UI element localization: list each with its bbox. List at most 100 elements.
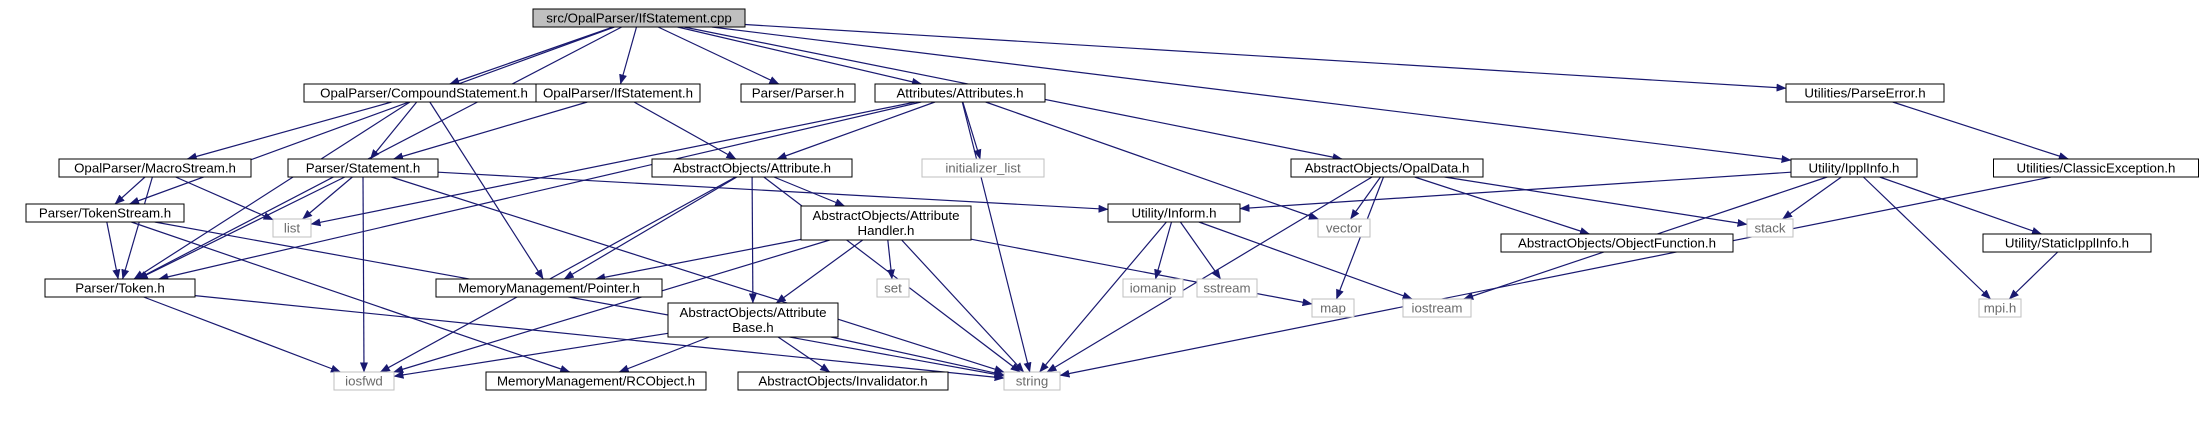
node-compound[interactable]: OpalParser/CompoundStatement.h (303, 83, 545, 103)
edge-parseerror-to-classic (1892, 101, 2069, 160)
node-label-list: list (284, 221, 301, 236)
node-box-token (44, 278, 196, 298)
edge-root-to-ifstmth (619, 26, 638, 85)
node-statement[interactable]: Parser/Statement.h (287, 158, 439, 178)
edge-opaldata-to-stack (1444, 176, 1748, 227)
node-ipplinfo[interactable]: Utility/IpplInfo.h (1790, 158, 1918, 178)
edge-tokenstream-to-token (106, 221, 121, 280)
node-box-set (876, 278, 910, 298)
edge-ipplinfo-to-staticippl (1879, 176, 2042, 235)
edge-statement-to-iosfwd (359, 176, 368, 373)
node-vector: vector (1317, 218, 1371, 238)
node-label-rcobject: MemoryManagement/RCObject.h (497, 374, 695, 389)
edge-attrhandler-to-attrbase (775, 239, 864, 304)
node-box-inform (1107, 203, 1241, 223)
edge-ipplinfo-to-mpi (1862, 176, 1992, 300)
node-box-invalidator (737, 371, 949, 391)
edge-macrostream-to-tokenstream (114, 176, 146, 205)
edge-attrhandler-to-iosfwd (393, 239, 830, 374)
node-iostream: iostream (1402, 298, 1472, 318)
node-label-inform: Utility/Inform.h (1132, 206, 1217, 221)
node-classic[interactable]: Utilities/ClassicException.h (1993, 158, 2199, 178)
edge-statement-to-token (137, 176, 346, 280)
edge-root-to-ipplinfo (711, 26, 1792, 164)
node-label-attribute: AbstractObjects/Attribute.h (673, 161, 831, 176)
node-box-ifstmth (535, 83, 701, 103)
edge-token-to-iosfwd (143, 296, 341, 373)
edge-ipplinfo-to-stack (1782, 176, 1842, 220)
node-box-opaldata (1290, 158, 1484, 178)
node-label-classic: Utilities/ClassicException.h (2017, 161, 2176, 176)
edge-attributes-to-vector (985, 101, 1319, 220)
node-box-iosfwd (333, 371, 395, 391)
node-label-opaldata: AbstractObjects/OpalData.h (1305, 161, 1470, 176)
node-label-ifstmth: OpalParser/IfStatement.h (543, 86, 693, 101)
node-label-attrbase-1: Base.h (732, 320, 773, 335)
node-box-objectfunction (1500, 233, 1734, 253)
node-tokenstream[interactable]: Parser/TokenStream.h (25, 203, 185, 223)
node-invalidator[interactable]: AbstractObjects/Invalidator.h (737, 371, 949, 391)
edge-compound-to-token (133, 101, 411, 280)
node-attributes[interactable]: Attributes/Attributes.h (874, 83, 1046, 103)
node-stack: stack (1746, 218, 1794, 238)
node-label-attrhandler-0: AbstractObjects/Attribute (812, 208, 959, 223)
node-box-staticippl (1982, 233, 2152, 253)
node-box-ipplinfo (1790, 158, 1918, 178)
node-box-rcobject (485, 371, 707, 391)
node-mpi: mpi.h (1978, 298, 2022, 318)
edge-token-to-string (194, 295, 1005, 382)
node-label-map: map (1320, 301, 1346, 316)
node-opaldata[interactable]: AbstractObjects/OpalData.h (1290, 158, 1484, 178)
node-objectfunction[interactable]: AbstractObjects/ObjectFunction.h (1500, 233, 1734, 253)
node-label-set: set (884, 281, 902, 296)
edge-attrbase-to-string (830, 336, 1005, 377)
node-root[interactable]: src/OpalParser/IfStatement.cpp (532, 8, 746, 28)
node-set: set (876, 278, 910, 298)
node-staticippl[interactable]: Utility/StaticIpplInfo.h (1982, 233, 2152, 253)
node-label-root: src/OpalParser/IfStatement.cpp (546, 11, 732, 26)
node-token[interactable]: Parser/Token.h (44, 278, 196, 298)
edge-ipplinfo-to-inform (1239, 171, 1792, 212)
edge-compound-to-macrostream (186, 101, 392, 161)
node-label-macrostream: OpalParser/MacroStream.h (74, 161, 236, 176)
node-parseerror[interactable]: Utilities/ParseError.h (1785, 83, 1945, 103)
node-parserh[interactable]: Parser/Parser.h (740, 83, 856, 103)
node-attribute[interactable]: AbstractObjects/Attribute.h (651, 158, 853, 178)
edge-compound-to-statement (369, 101, 418, 160)
edge-inform-to-sstream (1179, 221, 1222, 280)
edge-attribute-to-pointer (563, 176, 738, 280)
node-inform[interactable]: Utility/Inform.h (1107, 203, 1241, 223)
node-list: list (272, 218, 312, 238)
node-box-attributes (874, 83, 1046, 103)
node-pointer[interactable]: MemoryManagement/Pointer.h (435, 278, 663, 298)
edge-attributes-to-list (310, 101, 916, 227)
node-box-list (272, 218, 312, 238)
node-label-mpi: mpi.h (1984, 301, 2017, 316)
edge-attrbase-to-invalidator (777, 336, 831, 373)
node-box-sstream (1196, 278, 1258, 298)
node-label-iosfwd: iosfwd (345, 374, 383, 389)
node-label-token: Parser/Token.h (75, 281, 164, 296)
node-box-stack (1746, 218, 1794, 238)
node-label-vector: vector (1326, 221, 1363, 236)
node-box-parserh (740, 83, 856, 103)
node-label-objectfunction: AbstractObjects/ObjectFunction.h (1518, 236, 1716, 251)
node-label-tokenstream: Parser/TokenStream.h (39, 206, 171, 221)
edge-root-to-parserh (657, 26, 780, 85)
edge-attrbase-to-rcobject (618, 336, 710, 373)
edge-statement-to-list (302, 176, 353, 220)
edge-root-to-token (136, 26, 622, 280)
node-label-stack: stack (1754, 221, 1785, 236)
dependency-nodes: src/OpalParser/IfStatement.cppOpalParser… (25, 8, 2199, 391)
node-label-ipplinfo: Utility/IpplInfo.h (1809, 161, 1900, 176)
node-initlist: initializer_list (921, 158, 1045, 178)
node-macrostream[interactable]: OpalParser/MacroStream.h (58, 158, 252, 178)
edge-root-to-compound (449, 26, 614, 85)
node-label-attrhandler-1: Handler.h (858, 223, 915, 238)
node-rcobject[interactable]: MemoryManagement/RCObject.h (485, 371, 707, 391)
node-ifstmth[interactable]: OpalParser/IfStatement.h (535, 83, 701, 103)
node-box-root (532, 8, 746, 28)
